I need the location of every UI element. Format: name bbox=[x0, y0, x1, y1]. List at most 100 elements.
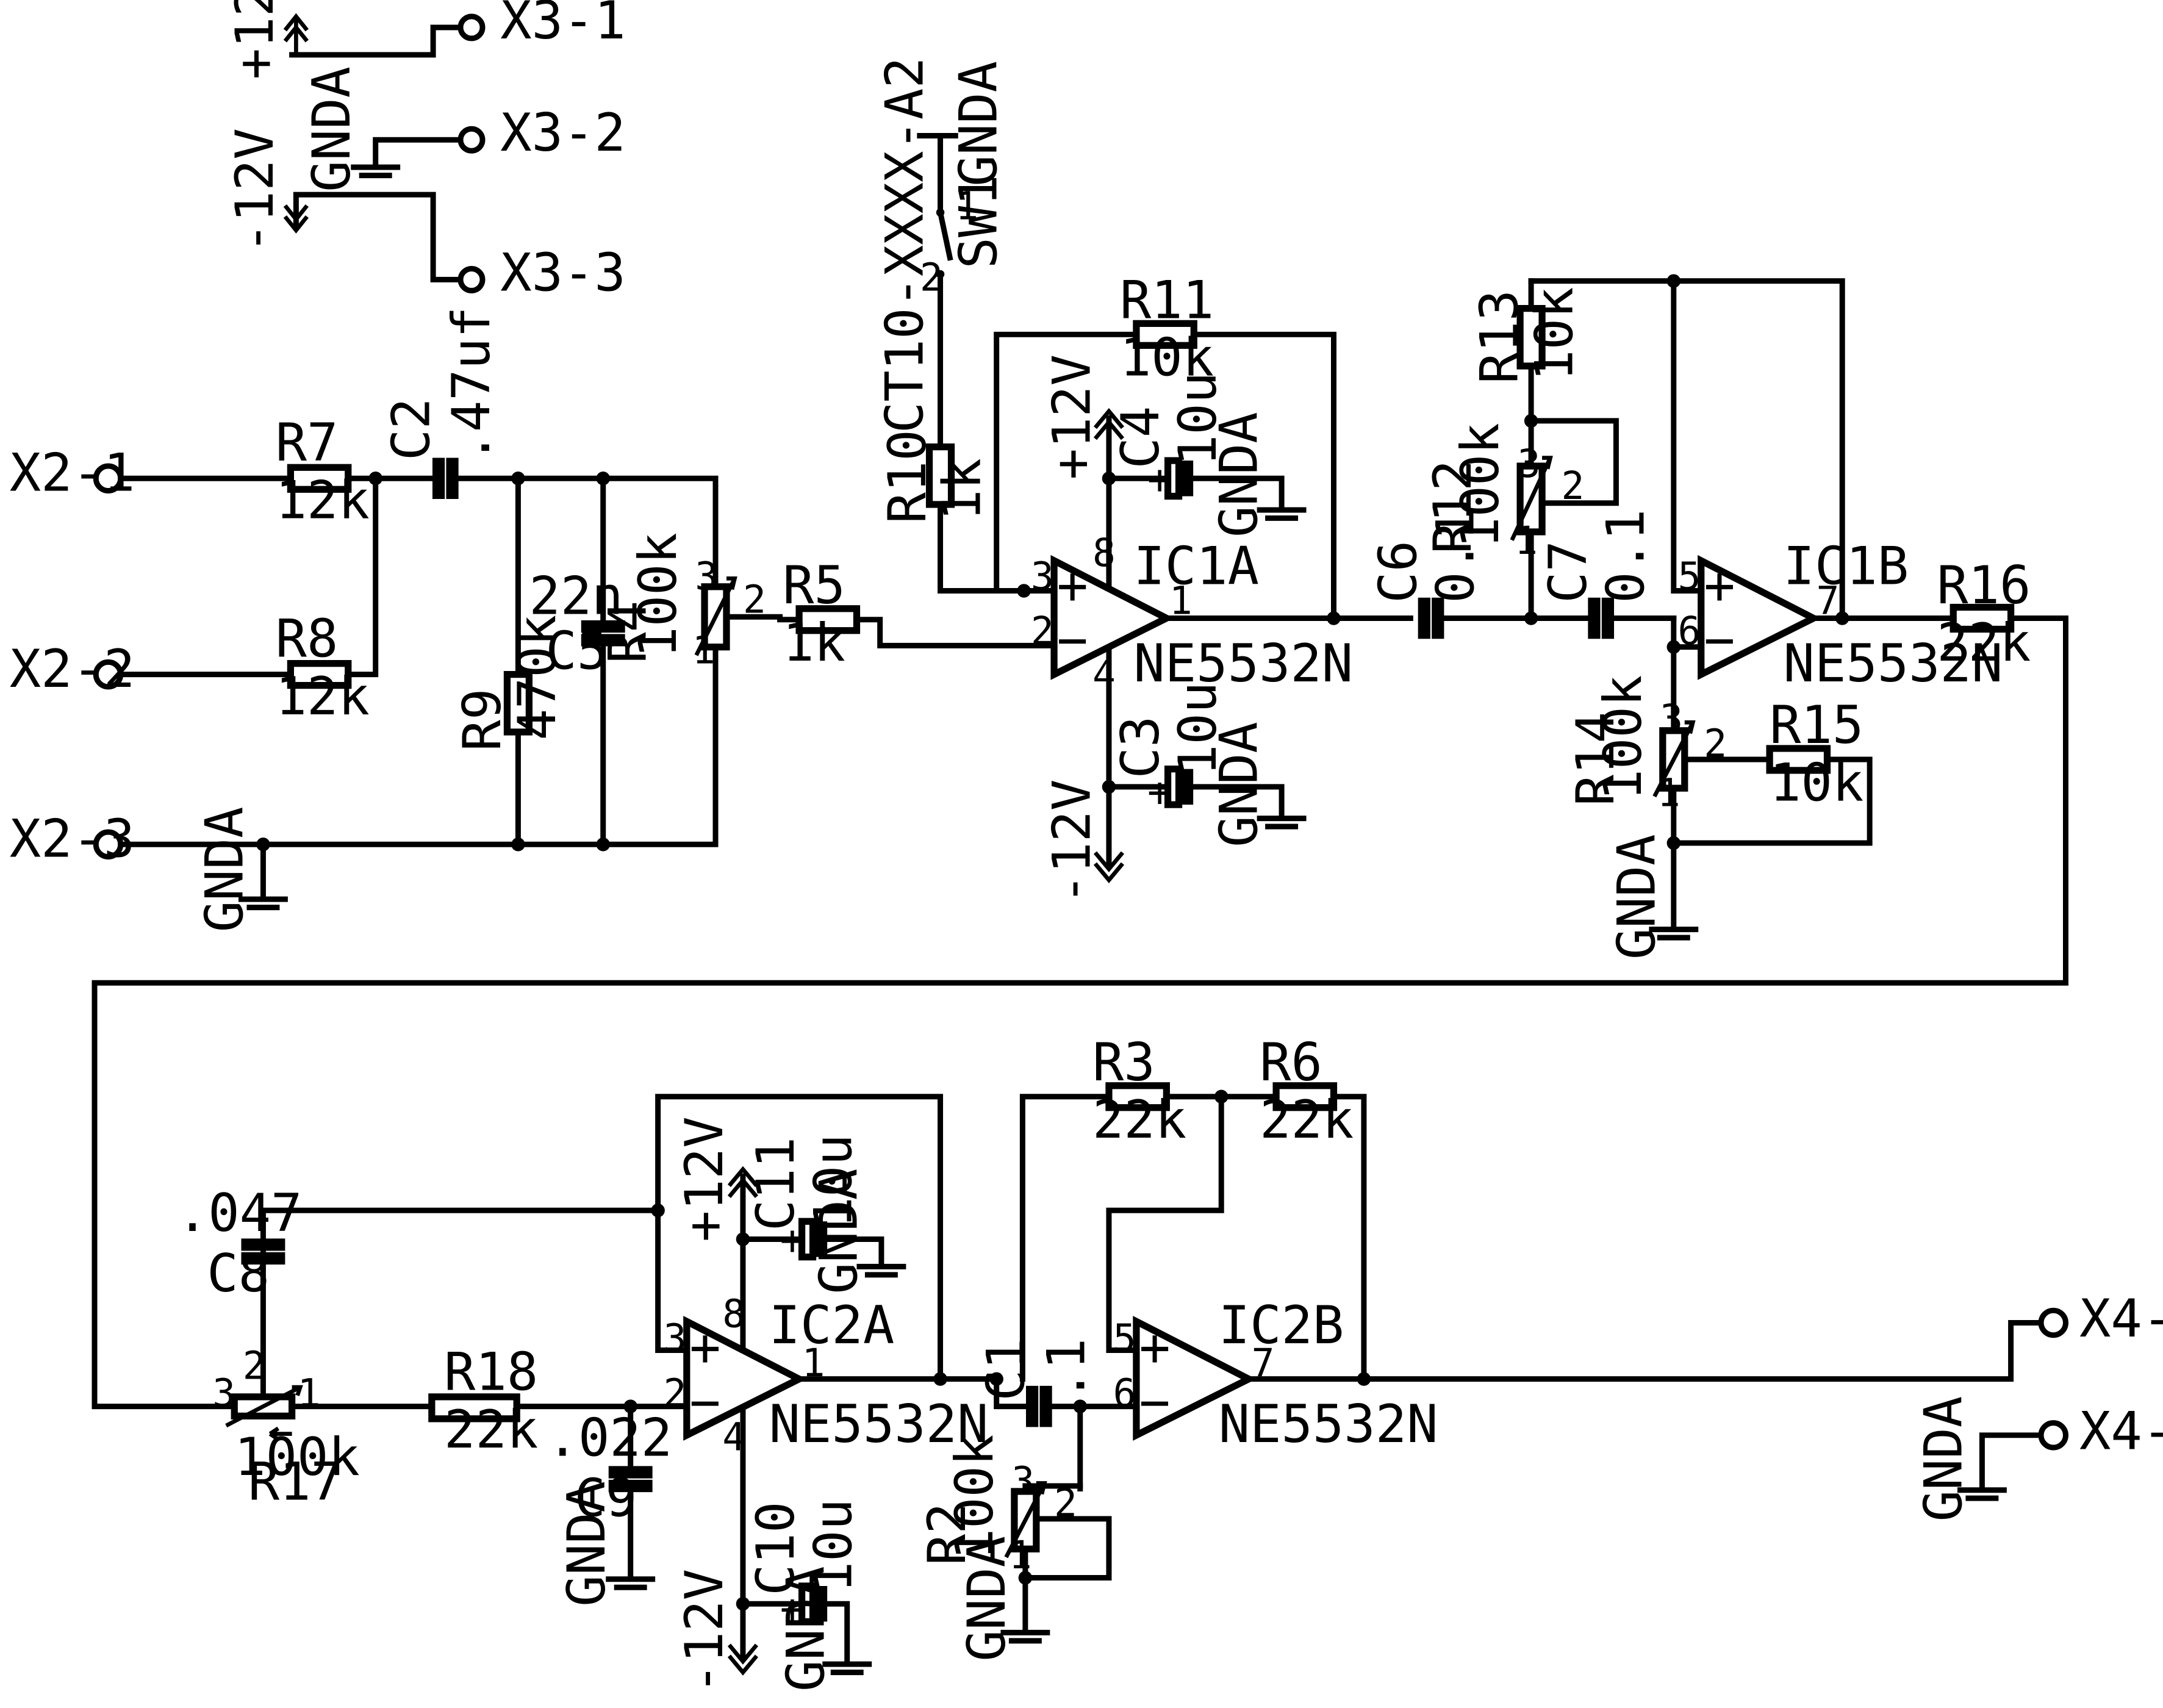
c11-value: 10u bbox=[803, 1134, 864, 1228]
ic1-pos12v: +12V bbox=[1042, 354, 1102, 480]
r15-value: 10k bbox=[1770, 753, 1863, 813]
r2-pin2: 2 bbox=[1054, 1480, 1077, 1525]
resistor-r18: R18 22k bbox=[428, 1343, 690, 1460]
c2-name: C2 bbox=[381, 398, 442, 461]
terminal-x3-3-label: X3-3 bbox=[500, 243, 626, 303]
ic1b-pin7: 7 bbox=[1816, 579, 1839, 623]
ic1a-minus: − bbox=[1057, 611, 1088, 671]
r11-value: 10k bbox=[1120, 328, 1214, 389]
c8-value: .047 bbox=[177, 1183, 303, 1244]
r2-pin3: 3 bbox=[1011, 1459, 1035, 1503]
terminal-x3-3[interactable] bbox=[457, 265, 486, 293]
ic2-pos12v: +12V bbox=[675, 1116, 735, 1242]
terminal-x3-2[interactable] bbox=[457, 126, 486, 154]
r6-value: 22k bbox=[1260, 1090, 1354, 1150]
r13-name: R13 bbox=[1470, 290, 1530, 384]
ic2a-name: IC2A bbox=[769, 1296, 895, 1356]
opamp-ic2a: + − IC2A NE5532N 3 2 1 8 4 +12V -12V bbox=[651, 1094, 1000, 1695]
capacitor-c3: + C3 10u GNDA bbox=[1106, 682, 1307, 847]
sw1-part: CT10-XXXX-A2 bbox=[875, 57, 935, 433]
ic1a-name: IC1A bbox=[1133, 536, 1259, 597]
c3-plus: + bbox=[1147, 767, 1172, 816]
ic2b-triangle bbox=[1133, 1316, 1257, 1441]
c11-name: C11 bbox=[746, 1137, 806, 1231]
c6-value: 0.1 bbox=[1426, 509, 1487, 603]
terminal-x2-3-label: X2-3 bbox=[10, 809, 135, 869]
terminal-x2-1-label: X2-1 bbox=[10, 443, 135, 503]
r5-value: 1k bbox=[783, 613, 845, 673]
terminal-x3-2-label: X3-2 bbox=[500, 103, 626, 163]
r2-gnda: GNDA bbox=[957, 1536, 1017, 1662]
r17-name: R17 bbox=[248, 1452, 342, 1512]
potentiometer-r4: R4 100k 3 2 1 bbox=[598, 533, 802, 673]
input-wiring: GNDA bbox=[118, 472, 719, 932]
c1-value: .1 bbox=[1036, 1338, 1097, 1401]
capacitor-c5: 22n C5 bbox=[529, 567, 625, 682]
ic2-neg12v: -12V bbox=[675, 1569, 735, 1695]
ic2a-plus: + bbox=[689, 1318, 720, 1378]
potentiometer-r2: R2 100k 3 2 1 GNDA bbox=[917, 1404, 1112, 1662]
c3-gnda: GNDA bbox=[1210, 722, 1270, 847]
ic1a-pin4: 4 bbox=[1092, 653, 1116, 697]
c9-gnda: GNDA bbox=[557, 1481, 617, 1607]
c3-value: 10u bbox=[1168, 682, 1229, 776]
r3-name: R3 bbox=[1092, 1033, 1155, 1093]
ic2a-pin1: 1 bbox=[802, 1341, 825, 1385]
resistor-r16: R16 22k bbox=[1937, 556, 2031, 673]
c5-value: 22n bbox=[529, 567, 623, 627]
r13-value: 10k bbox=[1524, 287, 1585, 381]
capacitor-c2: C2 .47uf bbox=[381, 307, 502, 499]
ic1b-plus: + bbox=[1704, 556, 1735, 616]
ic1b-pin5: 5 bbox=[1678, 554, 1701, 598]
r7-value: 12k bbox=[276, 470, 370, 531]
capacitor-c6: C6 0.1 bbox=[1368, 509, 1487, 639]
terminal-x3-1[interactable] bbox=[457, 13, 486, 41]
input-connector-x2: X2-1 X2-2 X2-3 bbox=[10, 443, 135, 869]
r4-pin3: 3 bbox=[695, 554, 718, 598]
r16-name: R16 bbox=[1937, 556, 2031, 616]
capacitor-c11: + C11 10u GNDA bbox=[740, 1134, 906, 1294]
resistor-r10: R10 1k bbox=[878, 429, 1057, 594]
c10-value: 10u bbox=[803, 1499, 864, 1593]
c10-gnda: GNDA bbox=[777, 1566, 837, 1692]
r10-value: 1k bbox=[933, 458, 993, 521]
capacitor-c8: .047 C8 bbox=[177, 1183, 303, 1304]
r2-pin1: 1 bbox=[1009, 1533, 1032, 1577]
r8-name: R8 bbox=[276, 609, 339, 669]
c6-name: C6 bbox=[1368, 540, 1429, 603]
c1-name: C1 bbox=[977, 1338, 1037, 1401]
resistor-r3: R3 22k bbox=[1092, 1033, 1186, 1150]
capacitor-c9: .022 C9 GNDA bbox=[547, 1399, 672, 1607]
ic2b-name: IC2B bbox=[1219, 1296, 1344, 1356]
r14-gnda: GNDA bbox=[1607, 834, 1667, 960]
capacitor-c7: C7 0.1 bbox=[1538, 509, 1656, 639]
c9-name: C9 bbox=[575, 1468, 637, 1529]
c8-name: C8 bbox=[207, 1244, 270, 1304]
terminal-x4-2[interactable] bbox=[2038, 1420, 2068, 1451]
r4-name: R4 bbox=[598, 601, 658, 664]
c10-plus: + bbox=[780, 1585, 805, 1633]
r12-value: 100k bbox=[1451, 423, 1511, 548]
ic1b-triangle bbox=[1698, 554, 1821, 680]
ic2a-pin3: 3 bbox=[664, 1316, 687, 1361]
terminal-x2-2-label: X2-2 bbox=[10, 639, 135, 700]
resistor-r15: R15 10k bbox=[1766, 695, 1863, 813]
sw1-gnda: GNDA bbox=[949, 61, 1010, 187]
r4-pin1: 1 bbox=[692, 628, 716, 673]
terminal-x4-1[interactable] bbox=[2038, 1307, 2068, 1338]
c11-plus: + bbox=[780, 1216, 805, 1264]
neg12v-label-x3: -12V bbox=[225, 128, 285, 254]
r2-name: R2 bbox=[917, 1502, 978, 1565]
r18-name: R18 bbox=[444, 1343, 538, 1403]
potentiometer-r17: 100k R17 3 2 1 bbox=[212, 1207, 661, 1512]
opamp-ic1b: + − IC1B NE5532N 5 6 7 bbox=[91, 278, 2068, 1410]
ic1a-pin2: 2 bbox=[1031, 609, 1054, 653]
r16-value: 22k bbox=[1937, 613, 2031, 673]
r6-name: R6 bbox=[1260, 1033, 1322, 1093]
c4-value: 10u bbox=[1168, 372, 1229, 466]
r3-value: 22k bbox=[1092, 1090, 1186, 1150]
opamp-ic1a: R11 10k + − IC1A NE5532N 3 2 1 8 4 +12V … bbox=[994, 270, 1677, 905]
ic2a-minus: − bbox=[689, 1372, 720, 1433]
capacitor-c4: + C4 10u GNDA bbox=[1106, 372, 1307, 537]
ic2a-pin2: 2 bbox=[664, 1371, 687, 1416]
